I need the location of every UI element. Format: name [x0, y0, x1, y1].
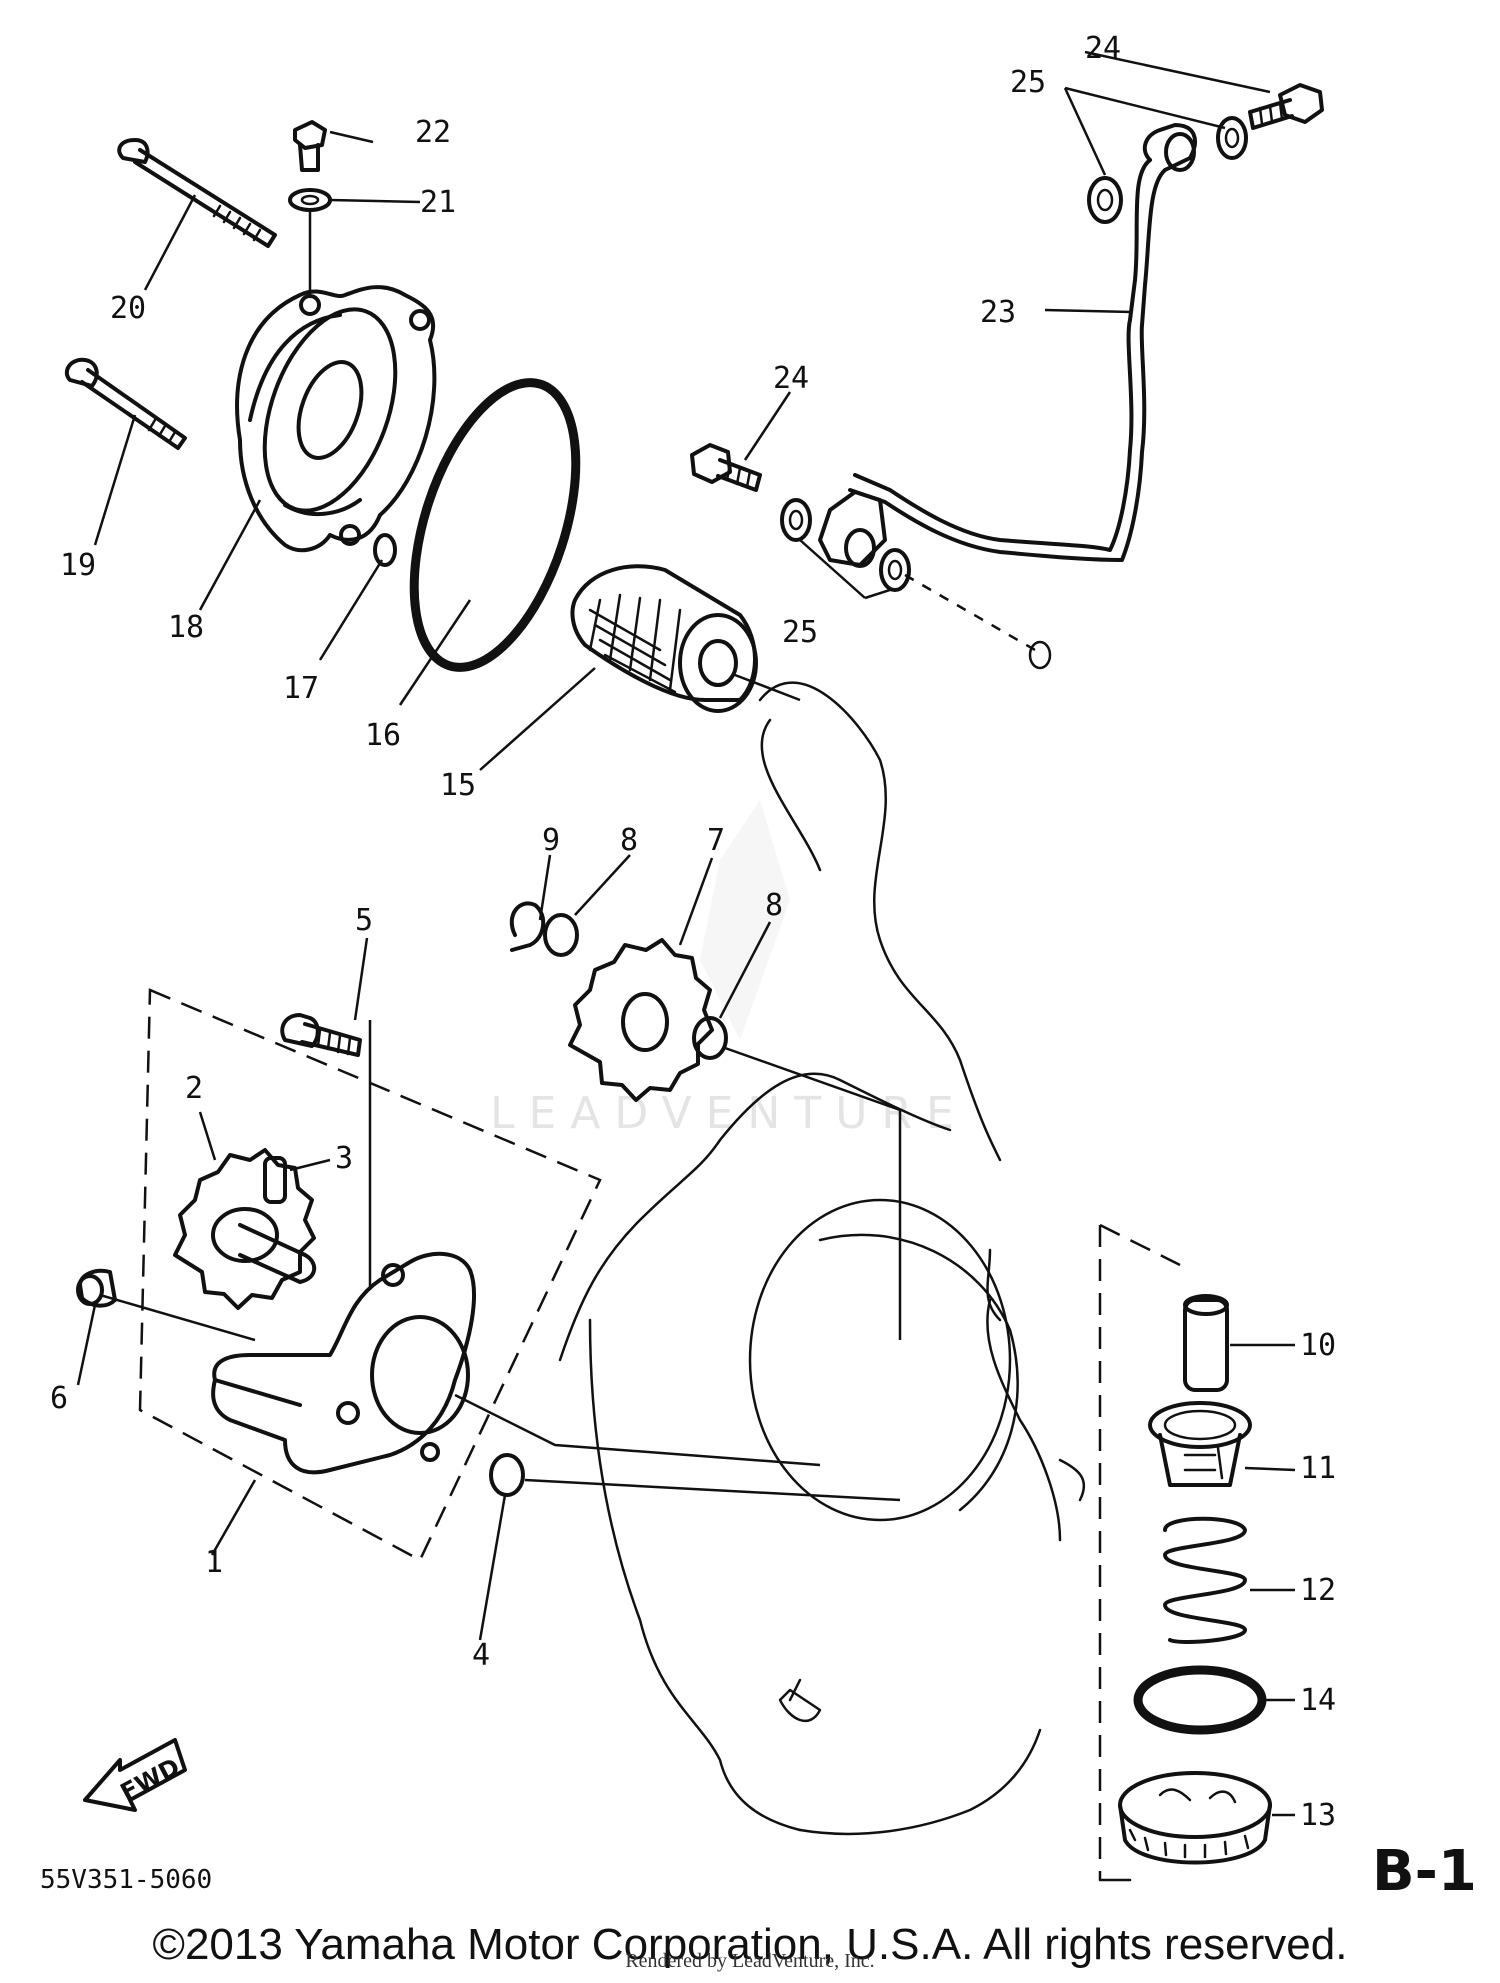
copper-washer-25-c [780, 498, 812, 542]
callout-5: 5 [355, 903, 373, 938]
circlip-9 [509, 901, 546, 952]
callout-8-upper: 8 [620, 823, 638, 858]
forward-arrow: FWD [83, 1738, 187, 1812]
oil-filter-element [570, 564, 801, 713]
oil-pipe-23 [818, 123, 1197, 568]
callout-24-upper: 24 [1085, 31, 1121, 66]
oil-filter-cover [235, 285, 437, 553]
leader-lines [76, 50, 1271, 1641]
bolt-5 [280, 1013, 362, 1057]
union-bolt-24-upper [1248, 83, 1324, 130]
callout-labels: 1 2 3 4 5 6 7 8 8 9 10 11 12 13 14 15 16… [50, 31, 1336, 1833]
copyright-notice: ©2013 Yamaha Motor Corporation, U.S.A. A… [152, 1920, 1348, 1969]
callout-13: 13 [1300, 1798, 1336, 1833]
callout-16: 16 [365, 718, 401, 753]
rendered-by-notice: Rendered by LeadVenture, Inc. [625, 1950, 875, 1972]
callout-8-lower: 8 [765, 888, 783, 923]
copper-washer-25-d [879, 548, 911, 592]
callout-24-lower: 24 [773, 361, 809, 396]
callout-9: 9 [542, 823, 560, 858]
callout-7: 7 [707, 823, 725, 858]
diagram-code: 55V351-5060 [40, 1865, 212, 1895]
callout-11: 11 [1300, 1451, 1336, 1486]
bolt-19 [64, 357, 187, 450]
callout-3: 3 [335, 1141, 353, 1176]
callout-6: 6 [50, 1381, 68, 1416]
callout-25-lower: 25 [782, 615, 818, 650]
callout-15: 15 [440, 768, 476, 803]
washer-8-lower [692, 1016, 728, 1060]
callout-25-upper: 25 [1010, 65, 1046, 100]
callout-10: 10 [1300, 1328, 1336, 1363]
callout-4: 4 [472, 1638, 490, 1673]
callout-18: 18 [168, 610, 204, 645]
page-reference: B-1 [1372, 1839, 1477, 1904]
oil-pump-body [211, 1251, 477, 1475]
callout-1: 1 [205, 1545, 223, 1580]
callout-22: 22 [415, 115, 451, 150]
fwd-label: FWD [116, 1753, 185, 1807]
drive-gear [568, 938, 714, 1102]
oil-strainer-11 [1148, 1401, 1296, 1487]
oil-pump-assembly-box [138, 988, 602, 1562]
large-o-ring-16 [409, 378, 581, 672]
crankcase-outline [558, 681, 1086, 1836]
callout-14: 14 [1300, 1683, 1336, 1718]
callout-23: 23 [980, 295, 1016, 330]
washer-21 [288, 188, 332, 212]
strainer-stack-box [1098, 1223, 1181, 1882]
watermark-text: LEADVENTURE [490, 1088, 968, 1139]
small-o-ring-17 [373, 533, 397, 567]
callout-12: 12 [1300, 1573, 1336, 1608]
drain-plug-13 [1118, 1771, 1295, 1865]
bleed-bolt-22 [293, 120, 327, 172]
callout-2: 2 [185, 1071, 203, 1106]
pump-gear [173, 1148, 317, 1310]
callout-17: 17 [283, 671, 319, 706]
o-ring-4 [489, 1453, 901, 1502]
pin [263, 1156, 331, 1204]
callout-20: 20 [110, 291, 146, 326]
copper-washer-25-b [1087, 176, 1123, 224]
collar-10 [1183, 1294, 1295, 1392]
copper-washer-25-a [1216, 116, 1248, 160]
union-bolt-24-lower [690, 443, 762, 492]
callout-21: 21 [420, 185, 456, 220]
watermark-logo [700, 800, 790, 1040]
spring-12 [1163, 1516, 1295, 1644]
washer-8-upper [543, 913, 579, 957]
long-bolt-20 [117, 138, 277, 248]
collar [76, 1268, 117, 1308]
o-ring-14 [1133, 1665, 1295, 1735]
callout-19: 19 [60, 548, 96, 583]
